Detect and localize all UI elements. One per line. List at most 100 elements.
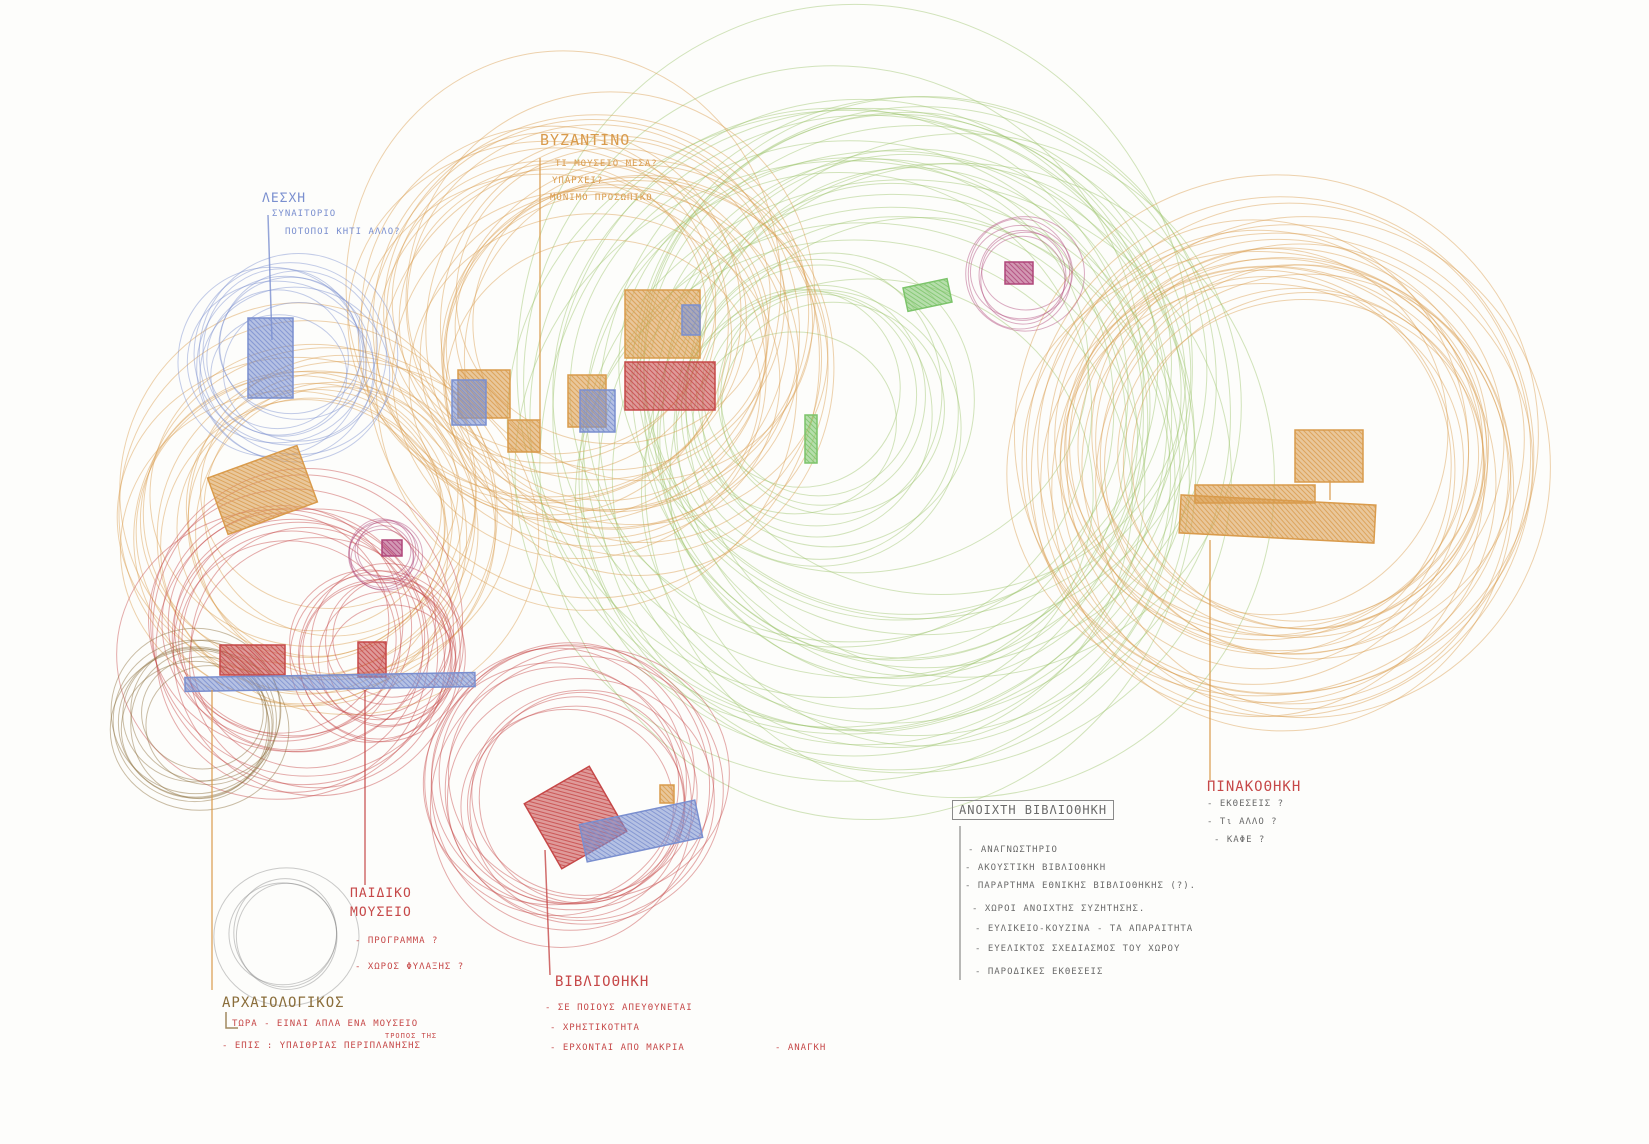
orange-circle-scribble [1069, 238, 1490, 652]
orange-circle-scribble [135, 370, 496, 694]
red-circle-scribble [289, 569, 451, 717]
label-pinakothiki-item: - ΕΚΘΕΣΕΙΣ ? [1207, 799, 1285, 809]
red-circle-scribble [317, 591, 453, 728]
orange-circle-scribble [1047, 202, 1532, 705]
orange-circle-scribble [383, 114, 810, 512]
green-circle-scribble [523, 65, 1144, 699]
connector-line [544, 849, 551, 976]
orange-circle-scribble [361, 125, 742, 501]
label-vivliothiki-item: - ΕΡΧΟΝΤΑΙ ΑΠΟ ΜΑΚΡΙΑ [550, 1043, 685, 1053]
label-paidiko-item: - ΠΡΟΓΡΑΜΜΑ ? [355, 936, 439, 946]
green-circle-scribble [673, 289, 962, 567]
brown-circle-scribble [117, 646, 274, 799]
orange-circle-scribble [455, 147, 771, 445]
green-circle-scribble [581, 222, 1146, 746]
orange-circle-scribble [1064, 266, 1470, 636]
orange-circle-scribble [187, 389, 446, 657]
green-circle-scribble [717, 284, 926, 506]
orange-circle-scribble [440, 179, 829, 526]
orange-circle-scribble [463, 174, 823, 544]
blue-circle-scribble [222, 301, 376, 442]
label-archaiologikos-title: ΑΡΧΑΙΟΛΟΓΙΚΟΣ [222, 995, 345, 1011]
connector-lines [211, 158, 1331, 1029]
orange-block [659, 784, 675, 804]
orange-block [507, 419, 541, 453]
label-vyzantino-item: ΤΙ ΜΟΥΣΕΙΟ ΜΕΣΑ? [555, 159, 658, 169]
magenta-circle-scribble [965, 216, 1085, 332]
red-circle-scribble [173, 518, 413, 737]
red-circle-scribble [447, 647, 730, 900]
blue-circle-scribble [206, 289, 349, 430]
red-circle-scribble [444, 655, 724, 925]
red-circle-scribble [297, 570, 466, 743]
green-circle-scribble [659, 216, 1139, 661]
magenta-circle-scribble [978, 229, 1067, 321]
orange-circle-scribble [375, 161, 768, 524]
orange-block [1178, 494, 1377, 544]
blue-circle-scribble [218, 276, 364, 415]
green-circle-scribble [675, 167, 1149, 677]
green-circle-scribble [597, 193, 1190, 771]
orange-circle-scribble [443, 176, 829, 557]
red-circle-scribble [289, 574, 452, 743]
connector-line [267, 214, 273, 341]
red-circle-scribble [150, 468, 464, 777]
orange-circle-scribble [392, 190, 767, 560]
orange-circle-scribble [347, 140, 747, 498]
orange-circle-scribble [1095, 264, 1512, 710]
green-circle-scribble [611, 206, 1172, 748]
label-anoixti-item: - ΧΩΡΟΙ ΑΝΟΙΧΤΗΣ ΣΥΖΗΤΗΣΗΣ. [972, 904, 1146, 914]
red-circle-scribble [181, 530, 402, 751]
orange-circle-scribble [357, 173, 733, 504]
blue-block [184, 671, 476, 693]
green-circle-scribble [657, 182, 1127, 679]
label-pinakothiki-item: - ΚΑΦΕ ? [1214, 835, 1266, 845]
orange-block [206, 444, 319, 536]
orange-circle-scribble [133, 371, 468, 705]
red-circle-scribble [430, 642, 711, 931]
brown-circle-scribble [145, 665, 273, 786]
magenta-circle-scribble [354, 525, 412, 578]
orange-circle-scribble [1081, 275, 1452, 655]
blue-circle-scribble [193, 262, 387, 446]
orange-block [1194, 484, 1316, 504]
orange-circle-scribble [149, 343, 477, 647]
blue-circle-scribble [186, 280, 367, 444]
label-archaiologikos-item: - ΕΠΙΣ : ΥΠΑΙΘΡΙΑΣ ΠΕΡΙΠΛΑΝΗΣΗΣ [222, 1041, 421, 1051]
green-circle-scribble [552, 107, 1182, 679]
green-circle-scribble [701, 291, 933, 538]
magenta-circle-scribble [348, 519, 423, 591]
green-circle-scribble [680, 264, 959, 560]
label-vivliothiki-item: - ΧΡΗΣΤΙΚΟΤΗΤΑ [550, 1023, 640, 1033]
red-circle-scribble [438, 645, 695, 904]
connector-line [225, 1012, 238, 1029]
red-circle-scribble [422, 662, 680, 906]
orange-circle-scribble [345, 50, 782, 521]
label-paidiko-title: ΠΑΙΔΙΚΟ [350, 886, 412, 901]
orange-circle-scribble [1025, 196, 1535, 718]
orange-circle-scribble [160, 399, 449, 695]
magenta-circle-scribble [980, 235, 1066, 325]
green-block [902, 277, 953, 313]
blue-block [451, 379, 487, 426]
red-circle-scribble [171, 521, 426, 753]
green-circle-scribble [552, 98, 1168, 732]
blue-block [681, 304, 701, 336]
orange-circle-scribble [472, 164, 814, 482]
label-anoixti-title: ΑΝΟΙΧΤΗ ΒΙΒΛΙΟΘΗΚΗ [952, 800, 1115, 820]
orange-circle-scribble [1051, 247, 1515, 732]
label-vivliothiki-item: - ΑΝΑΓΚΗ [775, 1043, 827, 1053]
orange-circle-scribble [200, 371, 459, 609]
orange-circle-scribble [1095, 243, 1505, 638]
blue-block [247, 317, 294, 399]
orange-circle-scribble [1006, 251, 1509, 697]
red-block [624, 361, 716, 411]
magenta-circle-scribble [981, 231, 1071, 311]
orange-circle-scribble [445, 193, 767, 502]
label-anoixti-item: - ΠΑΡΟΔΙΚΕΣ ΕΚΘΕΣΕΙΣ [975, 967, 1104, 977]
orange-block [1294, 429, 1364, 483]
magenta-circle-scribble [969, 224, 1074, 320]
red-circle-scribble [310, 562, 464, 727]
brown-circle-scribble [130, 649, 269, 800]
